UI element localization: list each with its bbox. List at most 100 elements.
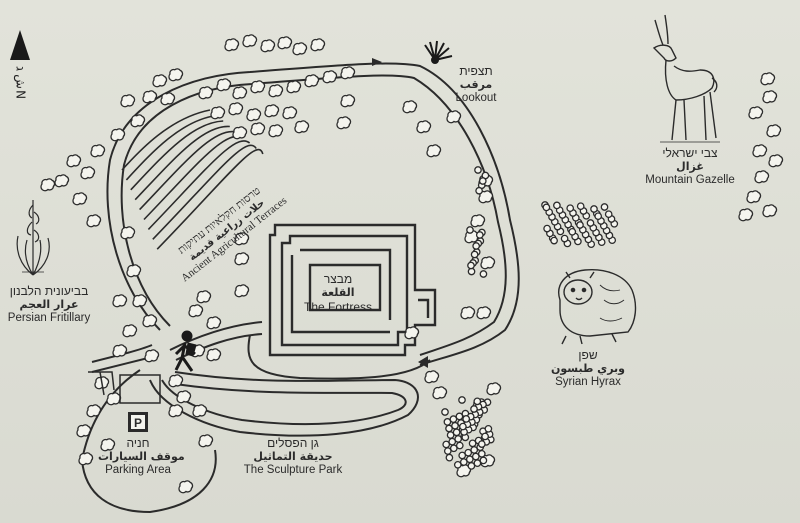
shrub-icon (458, 451, 467, 460)
tree-icon (752, 144, 768, 158)
fortress-walls (268, 223, 437, 357)
shrub-icon (550, 236, 558, 245)
tree-icon (766, 124, 782, 138)
tree-icon (216, 78, 232, 92)
tree-icon (168, 374, 184, 388)
tree-icon (268, 84, 284, 98)
tree-icon (402, 100, 418, 114)
hyrax-label-he: שפן (578, 348, 598, 362)
tree-icon (178, 480, 194, 494)
tree-icon (424, 370, 440, 384)
lookout-label[interactable]: תצפית مرقب Lookout (436, 64, 516, 105)
tree-icon (416, 120, 432, 134)
shrub-icon (470, 405, 478, 413)
tree-icon (176, 390, 192, 404)
shrub-icon (446, 431, 455, 439)
tree-icon (286, 80, 302, 94)
trail-to-parking[interactable] (80, 344, 217, 514)
tree-icon (432, 386, 448, 400)
gazelle-label-he: צבי ישראלי (662, 146, 718, 160)
north-arrow-icon (10, 30, 30, 60)
shrub-icon (568, 227, 577, 236)
fritillary-label[interactable]: בביעונית הלבנון عرار العجم Persian Friti… (2, 284, 96, 325)
tree-icon (486, 382, 502, 396)
shrub-icon (459, 422, 467, 431)
tree-icon (340, 94, 356, 108)
tree-icon (192, 404, 208, 418)
tree-icon (86, 214, 102, 228)
trail-sculpture-park[interactable] (149, 371, 419, 437)
tree-icon (188, 304, 204, 318)
hiker-icon (174, 330, 197, 372)
tree-icon (78, 452, 94, 466)
hyrax-icon (558, 268, 637, 345)
tree-icon (476, 306, 492, 320)
tree-icon (292, 42, 308, 56)
tree-icon (426, 144, 442, 158)
terrace-line (147, 140, 251, 230)
tree-icon (250, 122, 266, 136)
parking-label[interactable]: חניה موقف السيارات Parking Area (98, 436, 185, 477)
tree-icon (234, 232, 250, 246)
trail-to-fortress[interactable] (169, 321, 431, 380)
tree-icon (304, 74, 320, 88)
tree-icon (754, 170, 770, 184)
shrub-icon (467, 261, 475, 270)
terrace-line (134, 125, 230, 201)
shrub-icon (443, 447, 452, 455)
parking-area (88, 371, 161, 404)
tree-icon (126, 264, 142, 278)
tree-icon (264, 104, 280, 118)
shrub-icon (467, 462, 476, 470)
tree-icon (322, 70, 338, 84)
parking-label-he: חניה (126, 436, 150, 450)
gazelle-label[interactable]: צבי ישראלי غزال Mountain Gazelle (630, 146, 750, 187)
tree-icon (40, 178, 56, 192)
tree-icon (168, 404, 184, 418)
terrace-line (125, 114, 217, 181)
hyrax-label-ar: وبري طبسون (550, 362, 626, 376)
tree-icon (404, 326, 420, 340)
shrub-icon (462, 415, 471, 423)
tree-icon (470, 214, 486, 228)
tree-icon (54, 174, 70, 188)
fritillary-label-he: בביעונית הלבנון (9, 284, 89, 298)
shrub-icon (475, 186, 483, 195)
tree-clusters (40, 34, 784, 494)
terrace-line (152, 144, 257, 240)
tree-icon (282, 106, 298, 120)
parking-label-en: Parking Area (105, 463, 171, 476)
gazelle-label-ar: غزال (676, 160, 704, 174)
tree-icon (277, 36, 293, 50)
tree-icon (142, 90, 158, 104)
tree-icon (768, 154, 784, 168)
shrub-icon (445, 453, 454, 462)
shrub-icon (445, 424, 453, 433)
shrub-icon (576, 202, 585, 211)
terrace-line (130, 120, 224, 191)
parking-label-ar: موقف السيارات (98, 450, 185, 464)
terrace-line (139, 130, 237, 211)
trail-outer-loop[interactable] (106, 62, 520, 366)
fritillary-label-ar: عرار العجم (19, 298, 79, 312)
tree-icon (106, 392, 122, 406)
fortress-label[interactable]: מבצר القلعة The Fortress (298, 272, 378, 314)
tree-icon (242, 34, 258, 48)
sculpture-park-label[interactable]: גן הפסלים حديقة التماثيل The Sculpture P… (238, 436, 348, 477)
shrub-icon (566, 204, 575, 213)
shrub-icon (468, 439, 477, 448)
shrub-icon (442, 440, 451, 449)
tree-icon (478, 190, 494, 204)
tree-icon (152, 74, 168, 88)
tree-icon (460, 306, 476, 320)
tree-icon (112, 294, 128, 308)
tree-icon (234, 252, 250, 266)
lookout-label-ar: مرقب (459, 78, 493, 92)
tree-icon (132, 294, 148, 308)
hyrax-label[interactable]: שפן وبري طبسون Syrian Hyrax (548, 348, 628, 389)
shrub-icon (478, 177, 487, 185)
tree-icon (66, 154, 82, 168)
shrub-icon (590, 205, 598, 213)
sculpture-park-label-he: גן הפסלים (267, 436, 319, 450)
tree-icon (100, 438, 116, 452)
